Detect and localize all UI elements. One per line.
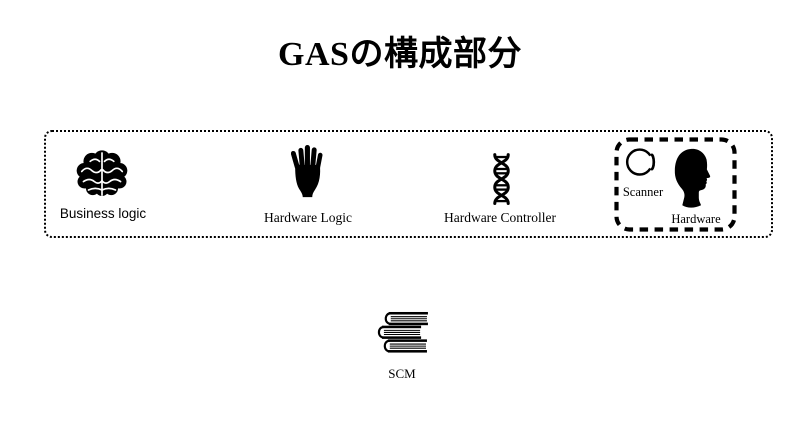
head-icon — [672, 147, 713, 213]
scanner-label: Scanner — [622, 185, 664, 199]
hardware-logic-label: Hardware Logic — [263, 210, 353, 225]
hardware-controller-label: Hardware Controller — [443, 210, 557, 225]
eye-icon — [625, 146, 659, 179]
hardware-group-box — [614, 137, 737, 232]
scm-label: SCM — [388, 366, 416, 381]
hardware-label: Hardware — [671, 212, 721, 226]
hand-icon — [291, 145, 324, 200]
books-icon — [376, 311, 429, 356]
components-container — [44, 130, 773, 238]
brain-icon — [75, 147, 129, 201]
business-logic-label: Business logic — [59, 206, 147, 221]
page-title: GASの構成部分 — [278, 36, 522, 73]
dna-icon — [490, 152, 513, 209]
